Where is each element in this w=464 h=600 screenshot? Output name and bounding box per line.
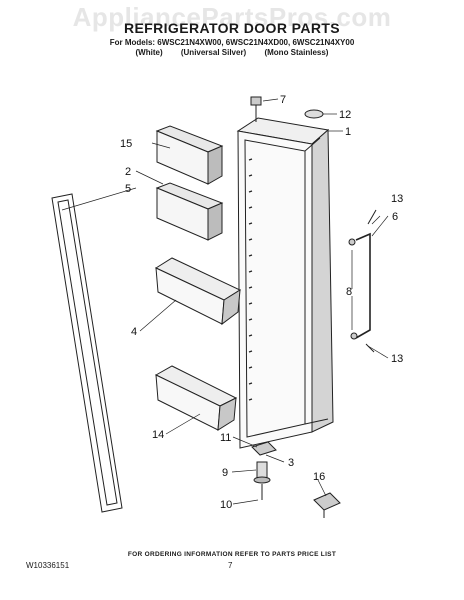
variant-white: (White) <box>135 48 163 57</box>
callout-12: 12 <box>339 109 351 121</box>
hinge-cap <box>304 109 324 119</box>
page-title: REFRIGERATOR DOOR PARTS <box>123 20 341 36</box>
variant-mono-stainless: (Mono Stainless) <box>264 48 329 57</box>
leader-lines <box>61 98 389 505</box>
callout-16: 16 <box>313 471 325 483</box>
callout-11: 11 <box>220 432 231 444</box>
callout-6: 6 <box>392 211 398 223</box>
variant-universal-silver: (Universal Silver) <box>180 48 247 57</box>
door-assembly <box>236 117 334 449</box>
callout-10: 10 <box>220 499 232 511</box>
model-list: For Models: 6WSC21N4XW00, 6WSC21N4XD00, … <box>109 38 355 47</box>
callout-8: 8 <box>346 286 352 298</box>
callout-15: 15 <box>120 138 132 150</box>
callout-1: 1 <box>345 126 351 138</box>
door-bin-14 <box>154 365 238 431</box>
callout-3: 3 <box>288 457 294 469</box>
door-shelf-4 <box>154 257 242 326</box>
watermark-text: AppliancePartsPros.com <box>72 2 392 32</box>
variant-list: (White) (Universal Silver) (Mono Stainle… <box>0 48 464 57</box>
door-bin-15 <box>155 125 224 185</box>
callout-2: 2 <box>125 166 131 178</box>
document-number: W10336151 <box>26 561 70 570</box>
ordering-info: FOR ORDERING INFORMATION REFER TO PARTS … <box>127 551 337 558</box>
callout-13-bottom: 13 <box>391 353 403 365</box>
door-handle <box>348 209 377 353</box>
door-gasket <box>51 193 123 513</box>
hinge-screw <box>250 96 262 122</box>
callout-13-top: 13 <box>391 193 403 205</box>
callout-7: 7 <box>280 94 286 106</box>
callout-labels: 7 12 1 15 2 5 13 6 8 4 13 14 11 3 9 16 1… <box>120 94 403 511</box>
callout-5: 5 <box>125 183 131 195</box>
lower-hinge <box>251 441 341 518</box>
callout-4: 4 <box>131 326 137 338</box>
callout-14: 14 <box>152 429 164 441</box>
page-number: 7 <box>228 561 233 570</box>
door-bin-2 <box>155 182 224 241</box>
callout-9: 9 <box>222 467 228 479</box>
